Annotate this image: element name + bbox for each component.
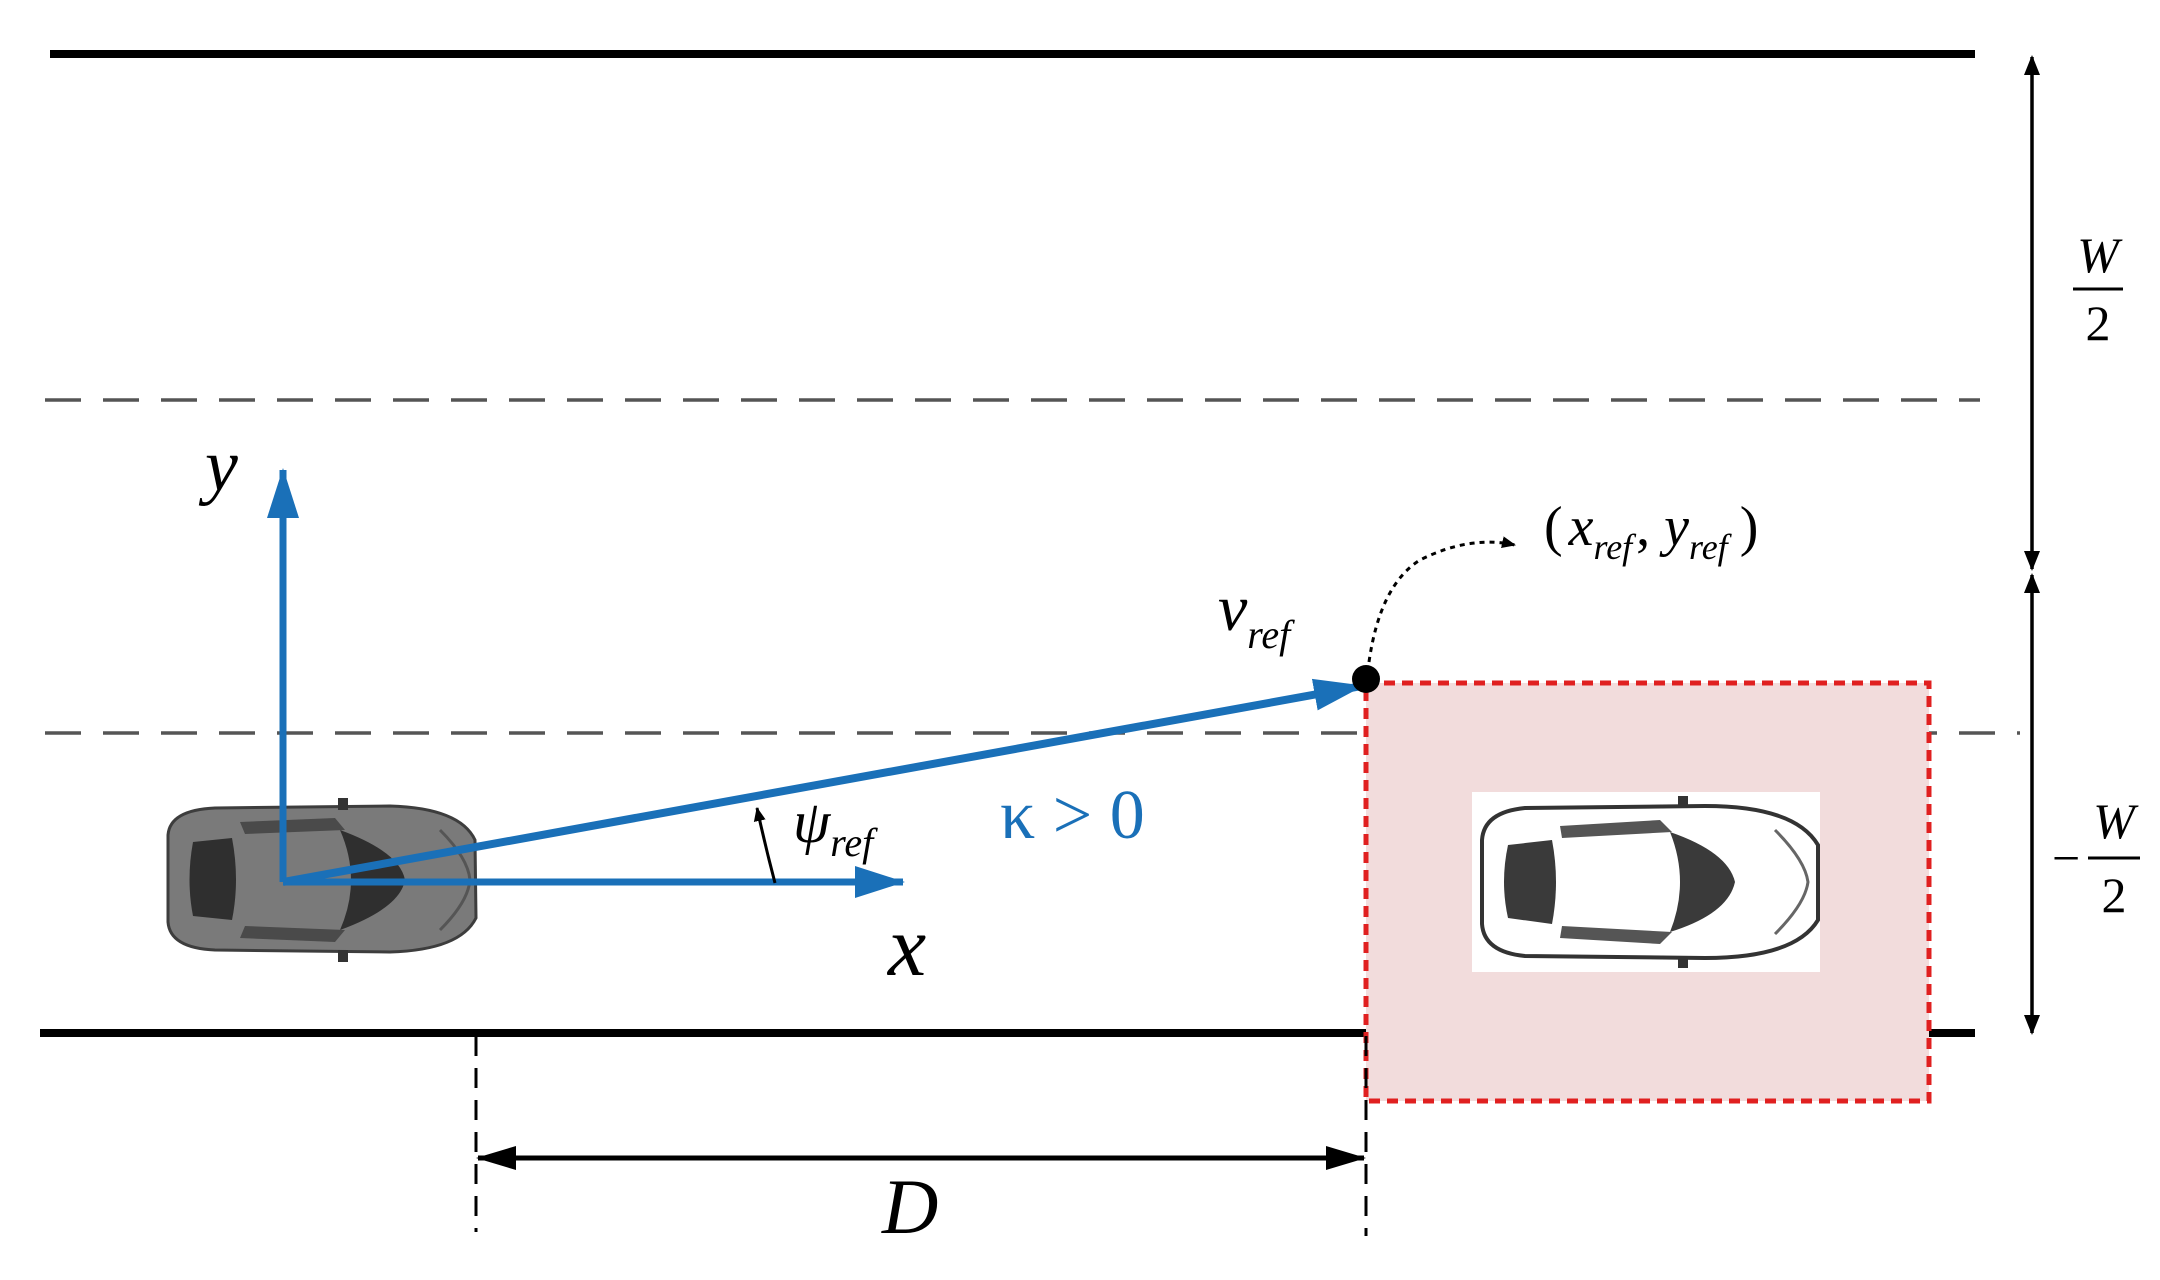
- reference-point-callout-arrow: [1367, 536, 1516, 663]
- w-over-2-bottom-numerator: W: [2093, 793, 2139, 849]
- curvature-label: κ > 0: [1000, 777, 1145, 854]
- reference-point-coordinates: (xref,yref): [1544, 496, 1758, 567]
- reference-velocity-vector: [282, 678, 1364, 886]
- minus-sign: −: [2052, 830, 2080, 886]
- distance-label: D: [881, 1163, 938, 1250]
- w-over-2-top-numerator: W: [2077, 227, 2123, 283]
- y-axis-label: y: [198, 425, 238, 507]
- heading-angle-label: ψref: [793, 789, 878, 865]
- x-axis-label: x: [886, 898, 926, 994]
- heading-angle-arc: [753, 807, 777, 884]
- w-over-2-top-denominator: 2: [2086, 295, 2111, 351]
- reference-velocity-label: vref: [1218, 572, 1295, 657]
- target-vehicle-white-car-top-view-icon: [1472, 792, 1820, 972]
- reference-point-dot[interactable]: [1352, 665, 1380, 693]
- w-over-2-bottom-denominator: 2: [2102, 867, 2127, 923]
